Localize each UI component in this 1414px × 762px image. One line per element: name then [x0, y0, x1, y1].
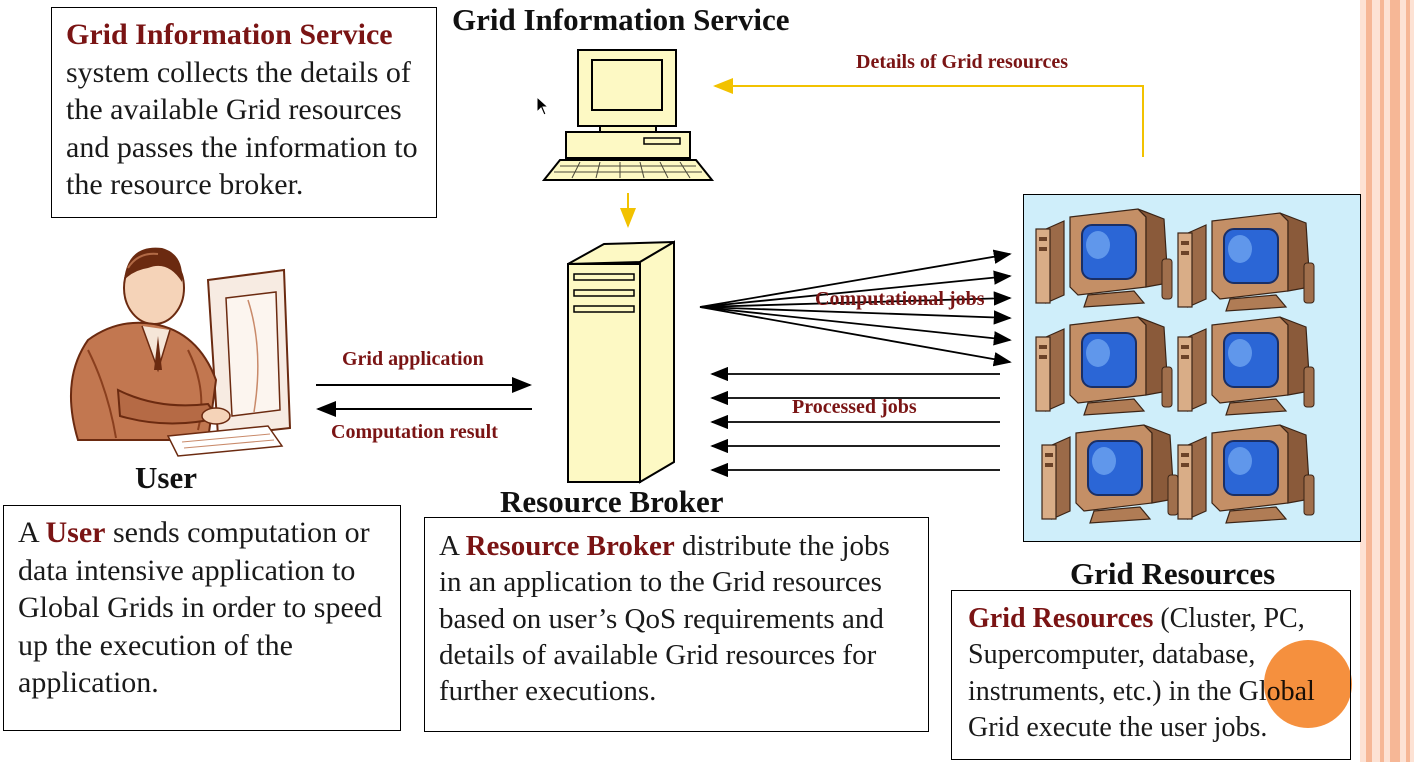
pointer-highlight-dot [1264, 640, 1352, 728]
job-arrow [699, 306, 1012, 325]
mouse-pointer-icon [536, 96, 550, 116]
computation-result-label: Computation result [331, 421, 498, 443]
job-arrow [699, 249, 1012, 308]
job-arrow [699, 291, 1012, 308]
broker-box-text: distribute the jobs in an application to… [439, 530, 890, 707]
gis-description-box: Grid Information Service system collects… [51, 7, 437, 218]
broker-title: Resource Broker [500, 484, 724, 519]
job-arrow [699, 270, 1012, 308]
gis-computer-icon [541, 49, 715, 181]
gis-box-text: system collects the details of the avail… [66, 55, 418, 202]
broker-box-prefix: A [439, 530, 466, 562]
details-label: Details of Grid resources [856, 51, 1069, 73]
user-box-highlight: User [45, 516, 106, 549]
broker-description-box: A Resource Broker distribute the jobs in… [424, 517, 929, 732]
gis-box-highlight: Grid Information Service [66, 18, 393, 51]
broker-box-highlight: Resource Broker [465, 530, 675, 562]
details-arrow [713, 78, 1144, 157]
decorative-stripes [1360, 0, 1414, 762]
user-at-computer-icon [69, 247, 292, 457]
user-description-box: A User sends computation or data intensi… [3, 505, 401, 731]
broker-server-icon [567, 240, 675, 484]
processed-jobs-label: Processed jobs [792, 396, 917, 418]
job-arrow [699, 306, 1012, 367]
user-box-prefix: A [18, 516, 46, 549]
grid-resources-computers [1035, 208, 1315, 524]
resources-box-highlight: Grid Resources [968, 603, 1154, 634]
computational-jobs-label: Computational jobs [815, 288, 985, 310]
user-title: User [135, 460, 197, 495]
user-box-text: sends computation or data intensive appl… [18, 516, 383, 699]
resources-box-text: (Cluster, PC, Supercomputer, database, i… [968, 603, 1315, 744]
job-arrow [699, 306, 1012, 346]
resources-title: Grid Resources [1070, 556, 1276, 591]
grid-application-label: Grid application [342, 348, 484, 370]
flow-arrows [316, 78, 1144, 478]
gis-title: Grid Information Service [452, 2, 790, 37]
